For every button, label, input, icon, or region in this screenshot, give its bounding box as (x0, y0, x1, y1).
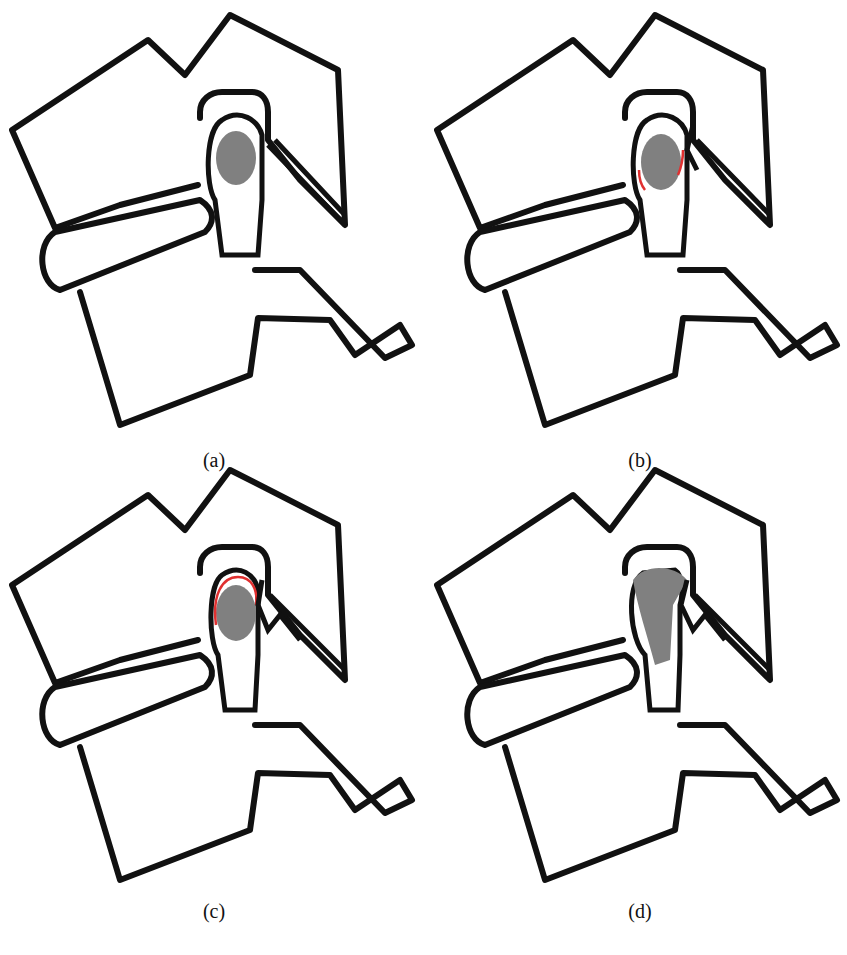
panel-label: (b) (628, 449, 651, 472)
erosion-mark (678, 150, 683, 175)
condyle (208, 115, 262, 255)
condyle (633, 115, 687, 255)
panel-c (12, 470, 412, 880)
bone-outline (437, 15, 837, 425)
panel-label: (c) (203, 900, 225, 923)
eminence (258, 580, 345, 670)
panel-label: (a) (203, 449, 225, 472)
bone-outline (12, 15, 412, 425)
condyle-core (216, 585, 256, 641)
bone-outline (437, 470, 837, 880)
panel-a (12, 15, 412, 425)
condyle-core (216, 131, 256, 185)
panel-b (437, 15, 837, 425)
panel-label: (d) (628, 900, 651, 923)
eminence (687, 125, 770, 215)
condyle-core (633, 568, 687, 665)
eminence (681, 580, 770, 670)
erosion-mark (215, 577, 256, 625)
erosion-mark (639, 170, 645, 190)
condyle-core (641, 134, 681, 190)
bone-outline (12, 470, 412, 880)
panel-d (437, 470, 837, 880)
condyle (211, 570, 258, 710)
eminence (268, 140, 345, 225)
